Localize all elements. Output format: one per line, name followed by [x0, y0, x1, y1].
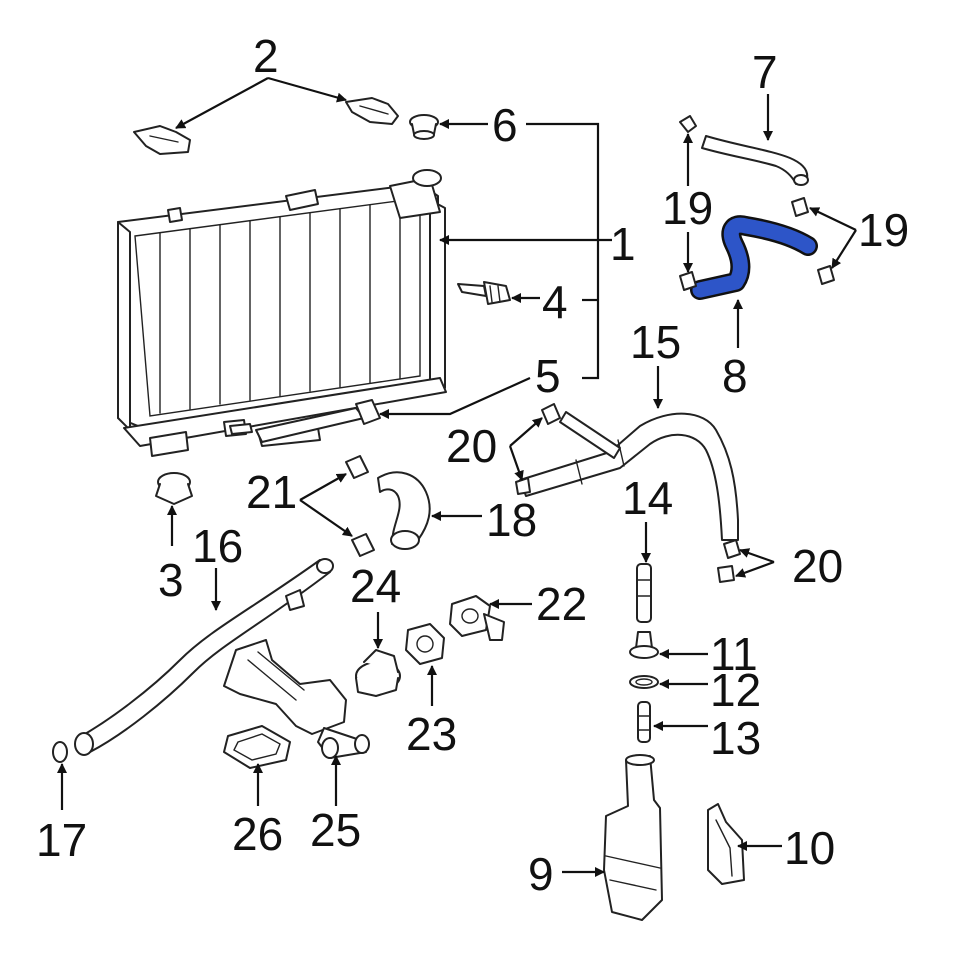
leader-lines	[57, 76, 857, 877]
pipe-part-5[interactable]	[229, 399, 381, 443]
callout-6: 6	[492, 99, 518, 151]
pipe-part-16[interactable]	[74, 558, 334, 756]
callout-26: 26	[232, 808, 283, 860]
callout-22: 22	[536, 578, 587, 630]
hose-part-8-highlighted[interactable]	[690, 215, 818, 300]
hose-part-14[interactable]	[636, 563, 652, 623]
callout-18: 18	[486, 494, 537, 546]
hose-part-18[interactable]	[377, 471, 431, 550]
callout-2: 2	[253, 30, 279, 82]
callout-20-top: 20	[446, 420, 497, 472]
bracket-part-2[interactable]	[133, 97, 399, 155]
callout-7: 7	[752, 46, 778, 98]
callout-15: 15	[630, 316, 681, 368]
callout-11: 11	[710, 628, 758, 680]
callout-9: 9	[528, 848, 554, 900]
gasket-part-26[interactable]	[223, 725, 291, 769]
clamp-part-20[interactable]	[515, 403, 741, 583]
cap-part-6[interactable]	[409, 114, 439, 140]
hose-part-13[interactable]	[637, 701, 651, 743]
callout-23: 23	[406, 708, 457, 760]
drain-plug-part-4[interactable]	[457, 281, 511, 305]
callout-labels: 2 6 1 4 5 7 19 19 8 15 20 20 21 18 3 16 …	[36, 30, 909, 900]
bracket-part-10[interactable]	[707, 803, 745, 885]
outlet-part-22[interactable]	[449, 595, 505, 641]
callout-8: 8	[722, 350, 748, 402]
hose-8-fill	[692, 217, 816, 298]
callout-24: 24	[350, 560, 401, 612]
clamp-part-21[interactable]	[345, 455, 375, 557]
o-ring-part-12[interactable]	[629, 675, 659, 689]
gasket-part-23[interactable]	[405, 623, 445, 665]
hose-part-7[interactable]	[701, 135, 809, 186]
callout-19-left: 19	[662, 182, 713, 234]
callout-25: 25	[310, 804, 361, 856]
callout-21: 21	[246, 466, 297, 518]
callout-4: 4	[542, 276, 568, 328]
callout-12: 12	[710, 664, 761, 716]
thermostat-part-24[interactable]	[355, 649, 401, 697]
callout-20-right: 20	[792, 540, 843, 592]
reservoir-part-9[interactable]	[603, 754, 663, 921]
callout-3: 3	[158, 554, 184, 606]
radiator-part[interactable]	[117, 169, 447, 457]
callout-14: 14	[622, 472, 673, 524]
callout-13: 13	[710, 712, 761, 764]
callout-19-right: 19	[858, 204, 909, 256]
callout-16: 16	[192, 520, 243, 572]
clamp-part-19[interactable]	[679, 115, 835, 291]
housing-part-25[interactable]	[223, 639, 370, 759]
cap-part-11[interactable]	[629, 631, 659, 659]
grommet-part-3[interactable]	[155, 472, 193, 505]
callout-5: 5	[535, 350, 561, 402]
callout-1: 1	[610, 218, 636, 270]
hose-part-15[interactable]	[519, 411, 739, 541]
callout-10: 10	[784, 822, 835, 874]
callout-17: 17	[36, 814, 87, 866]
o-ring-part-17[interactable]	[52, 741, 68, 763]
